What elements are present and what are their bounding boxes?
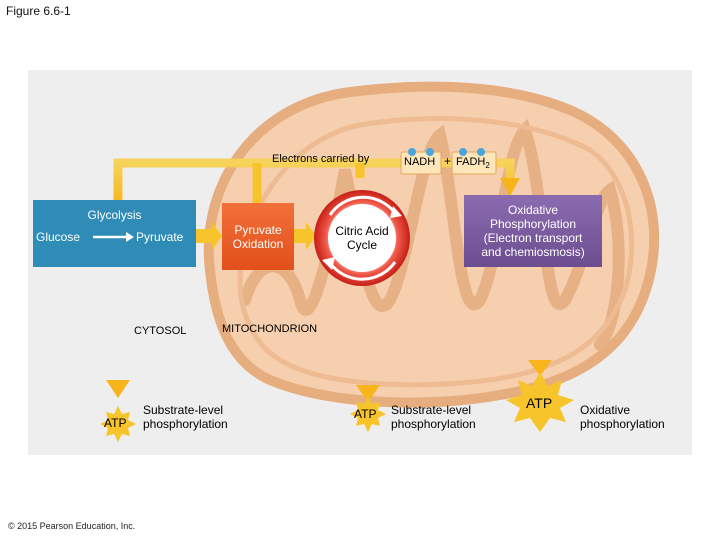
substrate-line2: phosphorylation (143, 417, 228, 431)
pyruvate-label: Pyruvate (136, 230, 184, 244)
atp-burst-oxphos (506, 372, 574, 432)
fadh2-subscript: 2 (485, 161, 490, 171)
atp-label-glycolysis: ATP (104, 416, 127, 430)
substrate2-line1: Substrate-level (391, 403, 472, 417)
electron-dot (426, 148, 434, 156)
pyruvate-oxidation-box (222, 203, 294, 270)
glucose-label: Glucose (36, 230, 81, 244)
cytosol-label: CYTOSOL (134, 325, 187, 337)
pyruvate-to-citric-arrow (294, 222, 316, 250)
glycolysis-to-pyruvate-oxidation-arrow (196, 222, 222, 250)
citric-acid-line2: Cycle (346, 238, 377, 252)
atp-burst-citric (350, 396, 386, 432)
glycolysis-title: Glycolysis (87, 208, 142, 222)
electron-dot (408, 148, 416, 156)
pyruvate-oxidation-line1: Pyruvate (234, 222, 282, 237)
oxidative-phosphorylation-result-label: Oxidative phosphorylation (580, 403, 665, 431)
citric-acid-line1: Citric Acid (335, 224, 389, 238)
oxidative-phosphorylation-label: Oxidative Phosphorylation (Electron tran… (464, 195, 602, 267)
oxphos-line2: Phosphorylation (489, 217, 577, 231)
nadh-label: NADH (404, 156, 436, 168)
electron-dot (477, 148, 485, 156)
oxidative-phos-line1: Oxidative (580, 403, 631, 417)
substrate-level-label-2: Substrate-level phosphorylation (391, 403, 476, 431)
copyright-notice: © 2015 Pearson Education, Inc. (8, 521, 136, 531)
electron-arrow-head (500, 178, 520, 196)
atp-label-citric: ATP (354, 407, 377, 421)
fadh2-carrier (451, 151, 497, 175)
oxphos-line3: (Electron transport (483, 231, 583, 245)
glycolysis-box (33, 200, 196, 267)
substrate-level-label-1: Substrate-level phosphorylation (143, 403, 228, 431)
mitochondrion-label: MITOCHONDRION (222, 323, 318, 335)
oxphos-line4: and chemiosmosis) (481, 245, 585, 259)
electrons-carried-label: Electrons carried by (272, 153, 370, 165)
electron-dot (459, 148, 467, 156)
oxphos-line1: Oxidative (507, 203, 559, 217)
figure-title: Figure 6.6-1 (6, 4, 71, 18)
oxidative-phos-line2: phosphorylation (580, 417, 665, 431)
fadh2-text: FADH (456, 156, 486, 168)
pyruvate-oxidation-line2: Oxidation (232, 236, 284, 251)
substrate2-line2: phosphorylation (391, 417, 476, 431)
atp-burst-glycolysis (100, 406, 136, 442)
substrate-line1: Substrate-level (143, 403, 224, 417)
citric-acid-label: Citric Acid Cycle (322, 220, 402, 256)
atp-label-oxphos: ATP (526, 395, 553, 411)
oxidative-phosphorylation-box (464, 195, 602, 267)
nadh-carrier (400, 151, 442, 175)
pyruvate-oxidation-label: Pyruvate Oxidation (222, 203, 294, 270)
fadh2-label: FADH2 (456, 156, 490, 170)
electron-flow-arrow (113, 158, 515, 205)
mitochondrion-matrix (237, 116, 635, 388)
plus-sign: + (444, 154, 452, 168)
